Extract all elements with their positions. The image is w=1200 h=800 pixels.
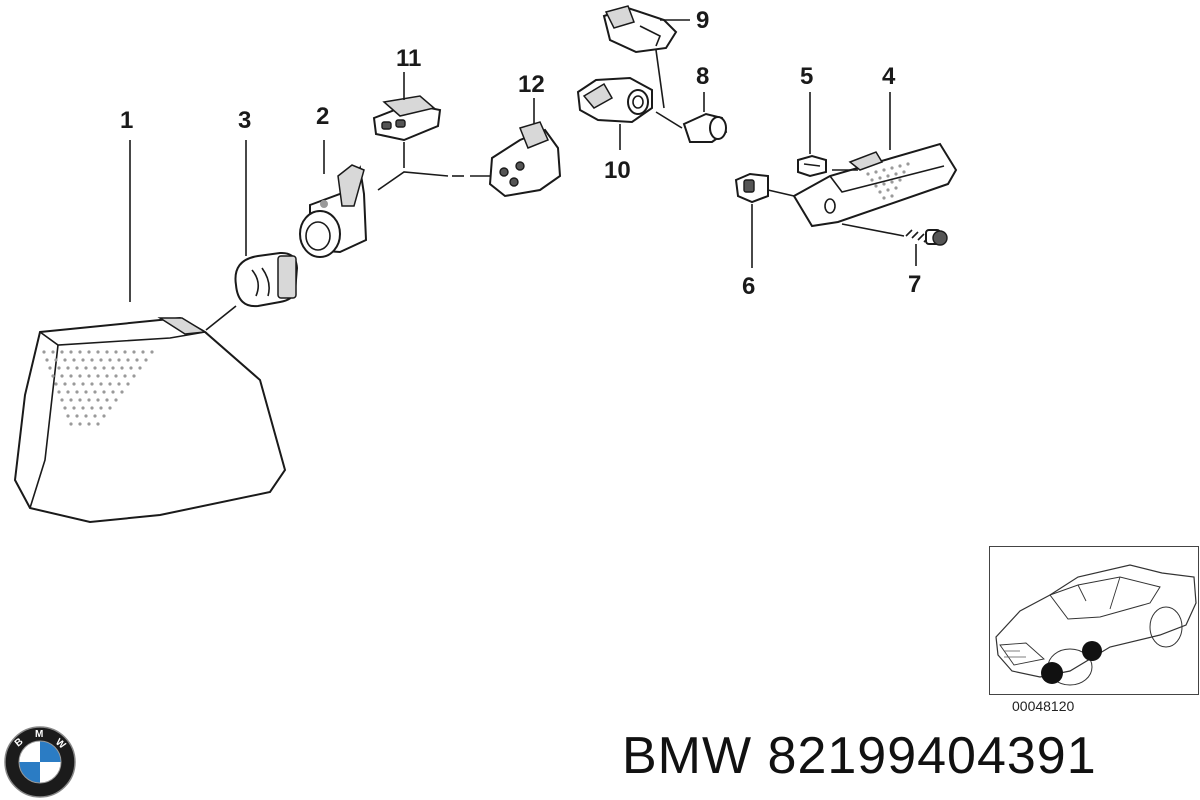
callout-5: 5	[800, 63, 813, 90]
callout-3: 3	[238, 107, 251, 134]
part-9-connector-housing[interactable]	[602, 5, 678, 54]
callout-labels: 1 2 3 4 5 6 7 8 9 10 11 12	[120, 7, 921, 300]
lens-texture	[42, 350, 154, 426]
part-4-side-repeater[interactable]	[792, 142, 958, 228]
part-10-double-connector[interactable]	[576, 76, 653, 124]
part-3-bulb[interactable]	[234, 251, 299, 308]
diagram-code: 00048120	[1012, 698, 1075, 714]
callout-11: 11	[396, 45, 421, 72]
part-11-connector[interactable]	[372, 95, 442, 142]
callout-7: 7	[908, 271, 921, 298]
part-7-screw[interactable]	[905, 229, 948, 246]
part-5-small-bulb[interactable]	[797, 154, 827, 178]
callout-1: 1	[120, 107, 133, 134]
callout-9: 9	[696, 7, 709, 34]
car-location-inset	[989, 546, 1199, 695]
part-1-indicator-lens[interactable]	[13, 316, 287, 524]
part-12-round-connector[interactable]	[488, 121, 562, 198]
location-marker-side	[1082, 641, 1102, 661]
callout-10: 10	[604, 157, 631, 184]
location-marker-front	[1041, 662, 1063, 684]
part-2-bulb-socket[interactable]	[299, 164, 368, 258]
car-outline	[995, 564, 1197, 686]
part-6-bulb-holder[interactable]	[734, 172, 769, 204]
logo-letter-m: M	[35, 729, 43, 740]
bmw-roundel-icon: B M W	[4, 726, 76, 798]
part-8-wedge-bulb[interactable]	[682, 112, 728, 143]
leader-lines	[129, 19, 917, 331]
repeater-texture	[866, 162, 910, 200]
callout-4: 4	[882, 63, 896, 90]
callout-2: 2	[316, 103, 329, 130]
callout-6: 6	[742, 273, 755, 300]
callout-8: 8	[696, 63, 709, 90]
callout-12: 12	[518, 71, 545, 98]
part-number-title: BMW 82199404391	[622, 727, 1097, 785]
